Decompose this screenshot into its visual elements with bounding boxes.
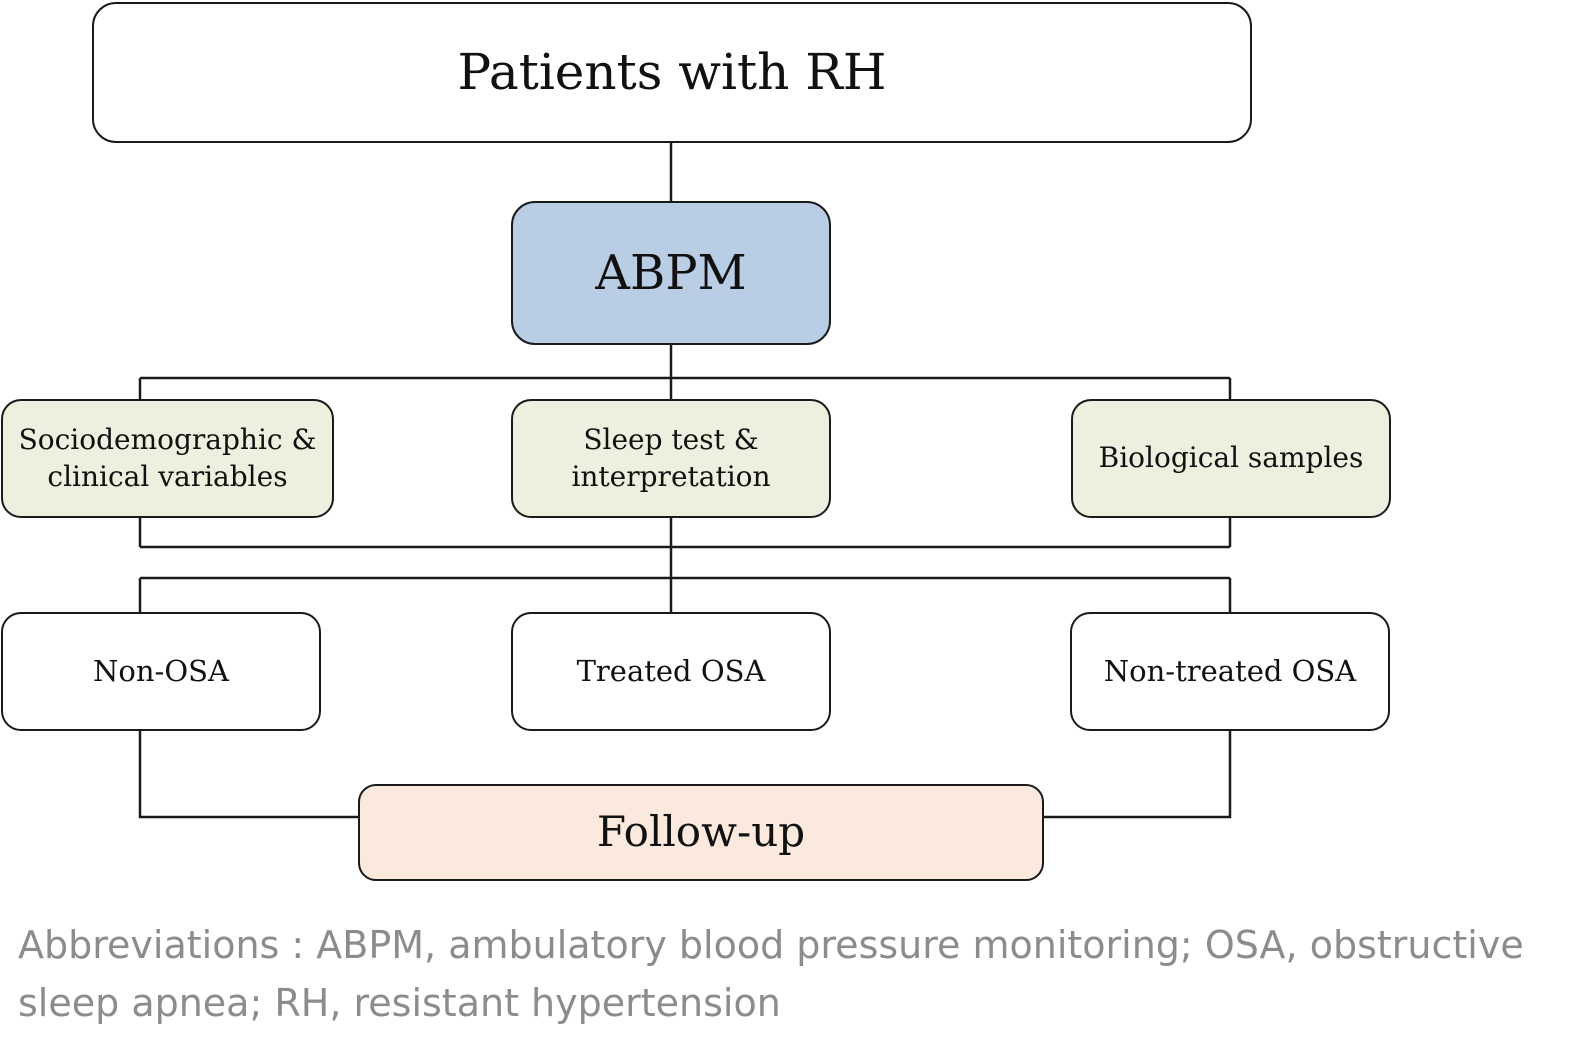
connector-nonosa-followup — [138, 731, 358, 819]
non-osa-label: Non-OSA — [93, 653, 229, 688]
follow-up-label: Follow-up — [596, 807, 806, 857]
abpm-label: ABPM — [595, 244, 747, 301]
patients-label: Patients with RH — [457, 43, 887, 101]
patients-box: Patients with RH — [92, 2, 1252, 143]
treated-osa-box: Treated OSA — [511, 612, 831, 731]
non-treated-osa-label: Non-treated OSA — [1103, 653, 1357, 688]
biological-samples-label: Biological samples — [1098, 441, 1364, 475]
sociodemographic-box: Sociodemographic & clinical variables — [1, 399, 334, 518]
connector-nontreated-followup — [1044, 731, 1232, 819]
sleep-test-box: Sleep test & interpretation — [511, 399, 831, 518]
non-osa-box: Non-OSA — [1, 612, 321, 731]
sociodemographic-label: Sociodemographic & clinical variables — [18, 423, 317, 493]
abpm-box: ABPM — [511, 201, 831, 345]
non-treated-osa-box: Non-treated OSA — [1070, 612, 1390, 731]
abbreviations-footnote: Abbreviations : ABPM, ambulatory blood p… — [18, 923, 1524, 1025]
biological-samples-box: Biological samples — [1071, 399, 1391, 518]
sleep-test-label: Sleep test & interpretation — [571, 423, 771, 493]
follow-up-box: Follow-up — [358, 784, 1044, 881]
treated-osa-label: Treated OSA — [576, 653, 766, 688]
